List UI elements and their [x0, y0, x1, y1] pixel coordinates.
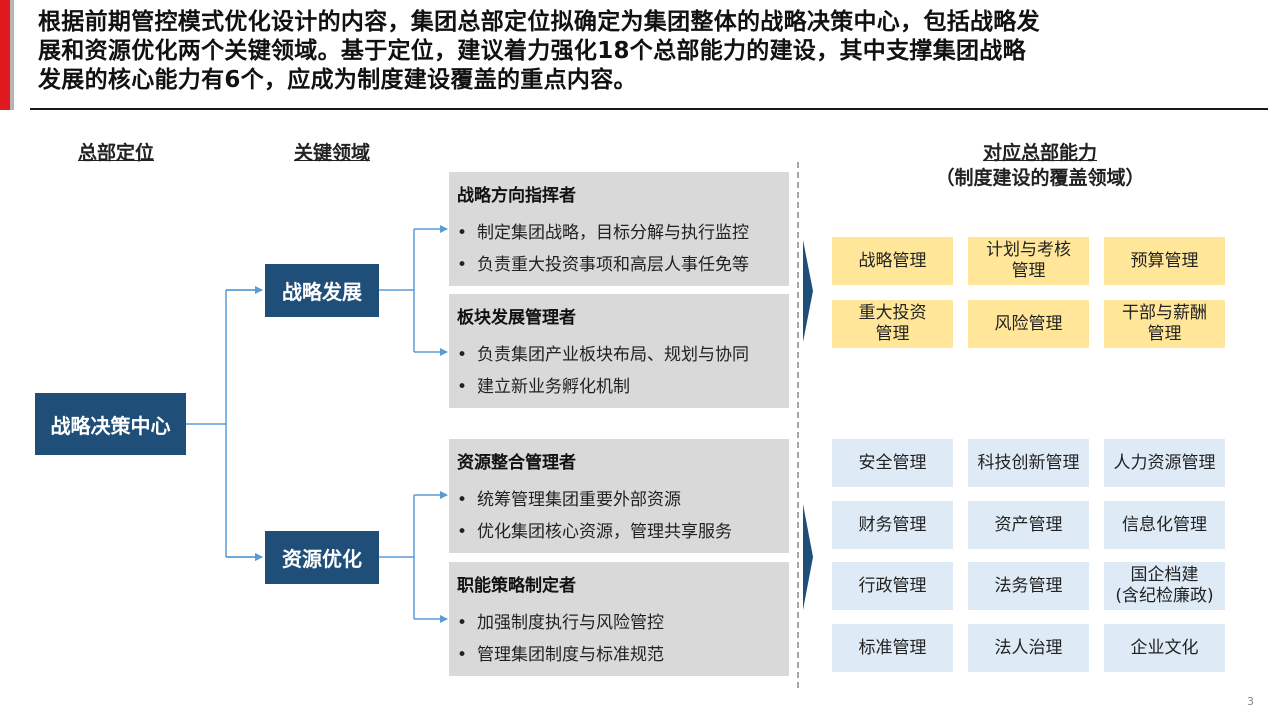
role-title: 战略方向指挥者: [457, 186, 576, 206]
chevron-right-bottom-icon: [803, 504, 813, 610]
support-capability-cell: 资产管理: [968, 501, 1089, 549]
header-positioning: 总部定位: [77, 142, 154, 164]
core-capability-cell: 干部与薪酬管理: [1104, 300, 1225, 348]
role-panel: 职能策略制定者 •加强制度执行与风险管控 •管理集团制度与标准规范: [449, 562, 789, 676]
role-item: •负责集团产业板块布局、规划与协同: [457, 345, 750, 365]
role-title: 资源整合管理者: [457, 453, 576, 473]
header-key-areas: 关键领域: [293, 142, 370, 164]
core-capability-cell: 计划与考核管理: [968, 237, 1089, 285]
header-capabilities-sub: （制度建设的覆盖领域）: [935, 167, 1145, 189]
role-panel: 战略方向指挥者 •制定集团战略，目标分解与执行监控 •负责重大投资事项和高层人事…: [449, 172, 789, 286]
role-item: •制定集团战略，目标分解与执行监控: [457, 223, 750, 243]
connector-area1-roles: [379, 229, 415, 352]
accent-red-stripe: [0, 0, 10, 110]
support-capability-cell: 国企档建(含纪检廉政): [1104, 562, 1225, 610]
role-item: •统筹管理集团重要外部资源: [457, 490, 682, 510]
role-item: •建立新业务孵化机制: [457, 377, 631, 397]
support-capability-cell: 科技创新管理: [968, 439, 1089, 487]
title-line-3: 发展的核心能力有6个，应成为制度建设覆盖的重点内容。: [38, 67, 637, 93]
support-capability-cell: 行政管理: [832, 562, 953, 610]
core-capability-cell: 预算管理: [1104, 237, 1225, 285]
connector-center-areas: [186, 289, 262, 557]
accent-grey-stripe: [10, 0, 14, 110]
role-item: •管理集团制度与标准规范: [457, 645, 665, 665]
role-panel: 资源整合管理者 •统筹管理集团重要外部资源 •优化集团核心资源，管理共享服务: [449, 439, 789, 553]
page-number: 3: [1247, 695, 1254, 708]
support-capability-cell: 标准管理: [832, 624, 953, 672]
area-box-resource: 资源优化: [265, 531, 379, 584]
center-box: 战略决策中心: [35, 393, 186, 455]
title-divider: [30, 108, 1268, 110]
connector-area2-roles: [379, 495, 415, 619]
role-title: 职能策略制定者: [457, 576, 576, 596]
role-item: •优化集团核心资源，管理共享服务: [457, 522, 733, 542]
core-capability-cell: 风险管理: [968, 300, 1089, 348]
area-box-strategy: 战略发展: [265, 264, 379, 317]
support-capability-cell: 信息化管理: [1104, 501, 1225, 549]
role-item: •负责重大投资事项和高层人事任免等: [457, 255, 750, 275]
header-capabilities: 对应总部能力: [982, 142, 1097, 164]
support-capability-cell: 人力资源管理: [1104, 439, 1225, 487]
page-title: 根据前期管控模式优化设计的内容，集团总部定位拟确定为集团整体的战略决策中心，包括…: [38, 8, 1268, 95]
role-item: •加强制度执行与风险管控: [457, 613, 665, 633]
support-capability-cell: 法务管理: [968, 562, 1089, 610]
support-capability-cell: 安全管理: [832, 439, 953, 487]
title-accent-bar: [0, 0, 14, 110]
role-title: 板块发展管理者: [457, 308, 576, 328]
support-capability-cell: 法人治理: [968, 624, 1089, 672]
support-capability-cell: 财务管理: [832, 501, 953, 549]
chevron-right-top-icon: [803, 240, 813, 342]
title-line-1: 根据前期管控模式优化设计的内容，集团总部定位拟确定为集团整体的战略决策中心，包括…: [38, 9, 1040, 35]
role-panel: 板块发展管理者 •负责集团产业板块布局、规划与协同 •建立新业务孵化机制: [449, 294, 789, 408]
support-capability-cell: 企业文化: [1104, 624, 1225, 672]
core-capability-cell: 重大投资管理: [832, 300, 953, 348]
core-capability-cell: 战略管理: [832, 237, 953, 285]
dashed-separator: [797, 162, 799, 688]
title-line-2: 展和资源优化两个关键领域。基于定位，建议着力强化18个总部能力的建设，其中支撑集…: [38, 38, 1026, 64]
